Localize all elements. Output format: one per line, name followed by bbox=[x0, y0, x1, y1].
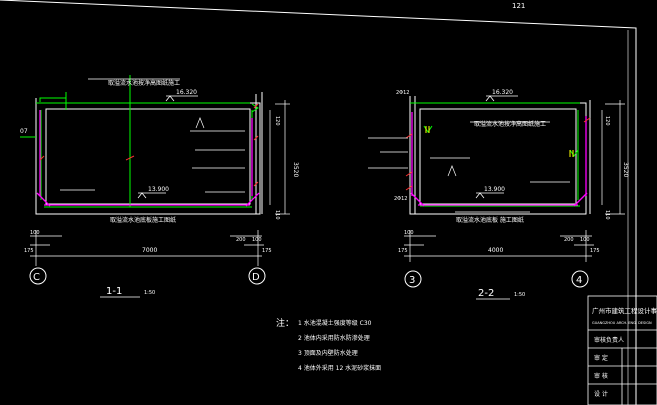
section-1-dim-right-b: 100 bbox=[252, 237, 262, 243]
tank-2-haunch bbox=[410, 112, 588, 207]
axis-label-d: D bbox=[252, 272, 260, 283]
section-2-dim-left-a: 175 bbox=[398, 248, 408, 254]
title-block-company-sub: GUANGZHOU ARCH. ENG. DESIGN bbox=[592, 321, 652, 325]
tank-1-callouts bbox=[60, 78, 245, 215]
axis-bubble-d bbox=[248, 267, 266, 285]
section-1-left-mark: 07 bbox=[20, 128, 28, 135]
tank-1-rebar bbox=[20, 75, 259, 208]
section-2-dim-right-a: 200 bbox=[564, 237, 574, 243]
note-item-2: 2 池体内采用防水防渗处理 bbox=[298, 334, 370, 342]
note-item-4: 4 池体外采用 12 水泥砂浆抹面 bbox=[298, 364, 381, 372]
title-block-row-3: 审 核 bbox=[594, 372, 608, 380]
section-2-dim-height: 3520 bbox=[622, 162, 629, 177]
general-notes: 注： 1 水池混凝土强度等级 C30 2 池体内采用防水防渗处理 3 顶面及内壁… bbox=[276, 317, 381, 372]
note-item-1: 1 水池混凝土强度等级 C30 bbox=[298, 319, 372, 327]
section-1-dim-height: 3520 bbox=[292, 162, 299, 177]
axis-bubble-4 bbox=[571, 270, 589, 288]
tank-2-elevations bbox=[475, 95, 518, 199]
section-1-dim-right-c: 175 bbox=[262, 248, 272, 254]
tank-1-haunch bbox=[36, 110, 260, 207]
section-1-scale: 1:50 bbox=[144, 290, 155, 296]
section-2-elev-top: 16.320 bbox=[492, 89, 513, 96]
section-2-dim-total: 4000 bbox=[488, 247, 503, 254]
section-2-dim-h2: 110 bbox=[604, 210, 610, 220]
section-1-dim-h1: 120 bbox=[274, 116, 280, 126]
tank-1-elevations bbox=[137, 95, 198, 199]
axis-label-c: C bbox=[33, 272, 40, 283]
section-1-elev-bottom: 13.900 bbox=[148, 186, 169, 193]
sheet-corner-code: 121 bbox=[512, 2, 525, 10]
notes-label: 注： bbox=[276, 317, 294, 329]
section-2-2: 取溢流水池按净高图纸施工 16.320 13.900 取溢流水池底板 施工图纸 … bbox=[368, 89, 629, 300]
axis-bubble-c bbox=[29, 267, 47, 285]
axis-label-3: 3 bbox=[409, 275, 415, 286]
tank-2-dimensions bbox=[404, 100, 625, 262]
section-1-leader-top: 取溢流水池按净高图纸施工 bbox=[108, 79, 180, 87]
note-item-3: 3 顶面及内壁防水处理 bbox=[298, 349, 358, 357]
tank-2-callouts bbox=[368, 121, 570, 213]
section-2-dim-right-c: 175 bbox=[590, 248, 600, 254]
axis-label-4: 4 bbox=[576, 275, 582, 286]
sheet-frame bbox=[0, 0, 637, 405]
axis-bubble-3 bbox=[404, 270, 422, 288]
section-1-elev-top: 16.320 bbox=[176, 89, 197, 96]
tank-1-walls bbox=[35, 92, 263, 215]
title-block-company: 广州市建筑工程设计事务所 bbox=[592, 306, 657, 315]
section-1-title: 1-1 bbox=[106, 286, 122, 297]
title-block-row-4: 设 计 bbox=[594, 390, 608, 398]
title-block-row-1: 审核负责人 bbox=[594, 336, 624, 344]
tank-1-marks bbox=[39, 103, 259, 187]
section-2-scale: 1:50 bbox=[514, 292, 525, 298]
title-block-row-2: 审 定 bbox=[594, 354, 608, 362]
section-2-leader-bottom: 取溢流水池底板 施工图纸 bbox=[456, 216, 524, 224]
section-2-tag-b: 2Φ12 bbox=[394, 196, 407, 202]
section-1-1: 取溢流水池按净高图纸施工 16.320 13.900 取溢流水池底板施工图纸 0… bbox=[20, 75, 299, 298]
title-block: 广州市建筑工程设计事务所 GUANGZHOU ARCH. ENG. DESIGN… bbox=[587, 295, 657, 405]
section-2-tag-a: 2Φ12 bbox=[396, 90, 409, 96]
section-2-dim-left-b: 100 bbox=[404, 230, 414, 236]
tank-2-marks bbox=[405, 117, 591, 191]
tank-1-dimensions bbox=[30, 100, 290, 266]
tank-2-bar-marks bbox=[425, 126, 574, 157]
section-1-leader-bottom: 取溢流水池底板施工图纸 bbox=[110, 216, 176, 224]
section-1-dim-left-a: 175 bbox=[24, 248, 34, 254]
section-2-title: 2-2 bbox=[478, 288, 494, 299]
section-1-dim-h2: 110 bbox=[274, 210, 280, 220]
section-1-dim-total: 7000 bbox=[142, 247, 157, 254]
tank-2-walls bbox=[409, 96, 591, 215]
tank-2-rebar bbox=[410, 102, 580, 207]
section-2-elev-bottom: 13.900 bbox=[484, 186, 505, 193]
section-1-dim-left-b: 100 bbox=[30, 230, 40, 236]
section-2-dim-right-b: 100 bbox=[580, 237, 590, 243]
section-2-leader-top: 取溢流水池按净高图纸施工 bbox=[474, 120, 546, 128]
section-2-dim-h1: 120 bbox=[604, 116, 610, 126]
section-1-dim-right-a: 200 bbox=[236, 237, 246, 243]
